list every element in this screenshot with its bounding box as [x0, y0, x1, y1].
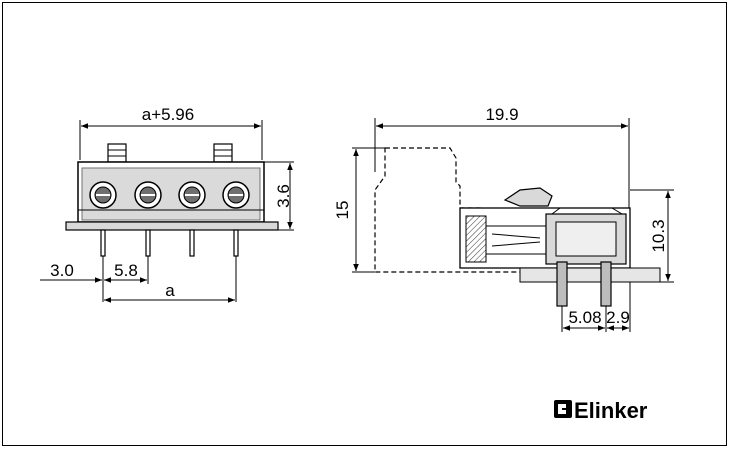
brand-logo: Elinker [554, 398, 648, 423]
screw-terminals [89, 181, 250, 209]
dim-label-side-width: 19.9 [485, 105, 518, 124]
dim-label-left-height: 3.6 [274, 184, 293, 208]
dim-label-top-width: a+5.96 [142, 105, 194, 124]
dim-label-pitch-total: a [165, 281, 175, 300]
front-view [40, 120, 294, 303]
dim-label-pin-offset: 2.9 [606, 308, 630, 327]
dim-label-side-height-total: 15 [333, 201, 352, 220]
dim-label-pitch: 5.8 [114, 261, 138, 280]
base-plate [65, 221, 279, 231]
dim-label-side-height-part: 10.3 [649, 219, 668, 252]
side-view [352, 118, 674, 332]
pins [100, 229, 239, 257]
plug-outline [374, 147, 561, 273]
dim-label-pin-pitch: 5.08 [568, 308, 601, 327]
elinker-logo-icon [554, 400, 572, 418]
drawing-border [2, 2, 727, 446]
brand-name: Elinker [574, 398, 648, 423]
dim-label-left-offset: 3.0 [50, 261, 74, 280]
